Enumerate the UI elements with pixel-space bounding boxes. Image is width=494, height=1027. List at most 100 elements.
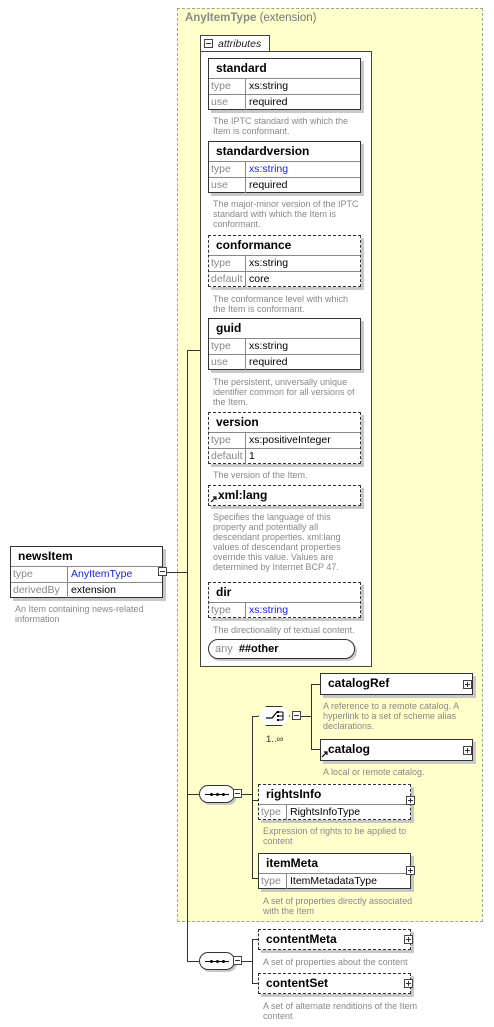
collapse-root-icon[interactable] <box>158 567 167 576</box>
attribute-key: type <box>209 162 246 177</box>
element-description: A set of alternate renditions of the Ite… <box>263 1001 418 1021</box>
element-catalogref[interactable]: catalogRef <box>320 673 473 695</box>
connector-line <box>311 684 312 750</box>
collapse-sequence-icon[interactable] <box>233 956 242 965</box>
attribute-value: required <box>249 356 288 368</box>
connector-line <box>242 794 252 795</box>
element-description: Expression of rights to be applied to co… <box>263 826 407 846</box>
reference-arrow-icon <box>210 496 217 503</box>
attribute-key: type <box>209 433 246 448</box>
attribute-key: use <box>209 355 246 370</box>
attribute-name: dir <box>216 585 232 599</box>
attribute-key: type <box>209 339 246 354</box>
connector-line <box>252 800 258 801</box>
connector-line <box>301 716 311 717</box>
attribute-key: type <box>209 603 246 618</box>
attribute-name: xml:lang <box>218 488 268 502</box>
expand-rightsinfo-icon[interactable] <box>406 796 415 805</box>
any-attribute[interactable]: any ##other <box>208 639 355 659</box>
connector-line <box>252 939 258 940</box>
connector-line <box>187 350 188 961</box>
attribute-value: xs:positiveInteger <box>249 434 331 446</box>
connector-line <box>252 878 258 879</box>
attribute-xml-lang[interactable]: xml:lang <box>208 485 361 506</box>
connector-line <box>167 572 187 573</box>
attribute-key: type <box>209 256 246 271</box>
attribute-name: version <box>216 415 259 429</box>
element-description: A set of properties directly associated … <box>263 896 413 916</box>
element-name: contentMeta <box>266 932 337 946</box>
connector-line <box>252 716 258 717</box>
attribute-value: required <box>249 179 288 191</box>
element-name: contentSet <box>266 976 329 990</box>
expand-catalog-icon[interactable] <box>463 746 472 755</box>
attribute-description: The conformance level with which the Ite… <box>213 294 349 314</box>
attribute-value: xs:string <box>249 257 289 269</box>
connector-line <box>187 794 199 795</box>
element-catalog[interactable]: catalog <box>320 739 473 761</box>
attribute-description: The major-minor version of the IPTC stan… <box>213 199 359 229</box>
element-value: RightsInfoType <box>290 806 361 818</box>
attribute-name: conformance <box>216 238 292 252</box>
attribute-description: Specifies the language of this property … <box>213 512 341 572</box>
attribute-description: The IPTC standard with which the Item is… <box>213 116 349 136</box>
attribute-value[interactable]: xs:string <box>249 604 289 616</box>
element-key: type <box>259 874 287 889</box>
element-description: A reference to a remote catalog. A hyper… <box>323 701 459 731</box>
element-description: A set of properties about the content <box>263 957 408 967</box>
element-key: derivedBy <box>11 583 68 598</box>
element-contentset[interactable]: contentSet <box>258 973 411 994</box>
expand-itemmeta-icon[interactable] <box>406 866 415 875</box>
attribute-value: required <box>249 96 288 108</box>
element-contentmeta[interactable]: contentMeta <box>258 929 411 950</box>
collapse-choice-icon[interactable] <box>292 711 301 720</box>
connector-line <box>187 961 199 962</box>
element-key: type <box>11 567 68 582</box>
connector-line <box>252 939 253 984</box>
element-key: type <box>259 805 287 820</box>
collapse-attributes-icon[interactable] <box>204 39 213 48</box>
expand-contentmeta-icon[interactable] <box>404 935 413 944</box>
reference-arrow-icon <box>321 751 328 758</box>
element-type-link[interactable]: AnyItemType <box>71 568 133 580</box>
expand-catalogref-icon[interactable] <box>463 680 472 689</box>
attribute-name: guid <box>216 321 242 335</box>
any-namespace: ##other <box>238 643 279 655</box>
connector-line <box>252 716 253 879</box>
element-name: itemMeta <box>266 856 319 870</box>
attribute-value[interactable]: xs:string <box>249 163 289 175</box>
element-value: ItemMetadataType <box>290 875 377 887</box>
connector-line <box>252 983 258 984</box>
element-name: rightsInfo <box>266 787 322 801</box>
attribute-description: The version of the Item. <box>213 470 308 480</box>
attribute-description: The directionality of textual content. <box>213 625 355 635</box>
attribute-key: use <box>209 178 246 193</box>
attributes-label: attributes <box>218 38 262 50</box>
extension-title: AnyItemType (extension) <box>185 12 316 24</box>
expand-contentset-icon[interactable] <box>404 979 413 988</box>
attribute-name: standardversion <box>216 144 310 158</box>
attribute-key: default <box>209 272 246 287</box>
element-name: catalogRef <box>328 676 390 690</box>
attribute-value: xs:string <box>249 340 289 352</box>
connector-line <box>311 749 320 750</box>
collapse-sequence-icon[interactable] <box>233 789 242 798</box>
extension-derivation: (extension) <box>259 12 317 24</box>
choice-cardinality: 1..∞ <box>266 734 284 745</box>
choice-switch-icon <box>266 711 284 721</box>
element-name: catalog <box>328 742 371 756</box>
element-description: An Item containing news-related informat… <box>15 604 144 624</box>
connector-line <box>187 350 200 351</box>
attributes-tab[interactable]: attributes <box>200 35 270 52</box>
connector-line <box>242 961 252 962</box>
attribute-description: The persistent, universally unique ident… <box>213 377 355 407</box>
